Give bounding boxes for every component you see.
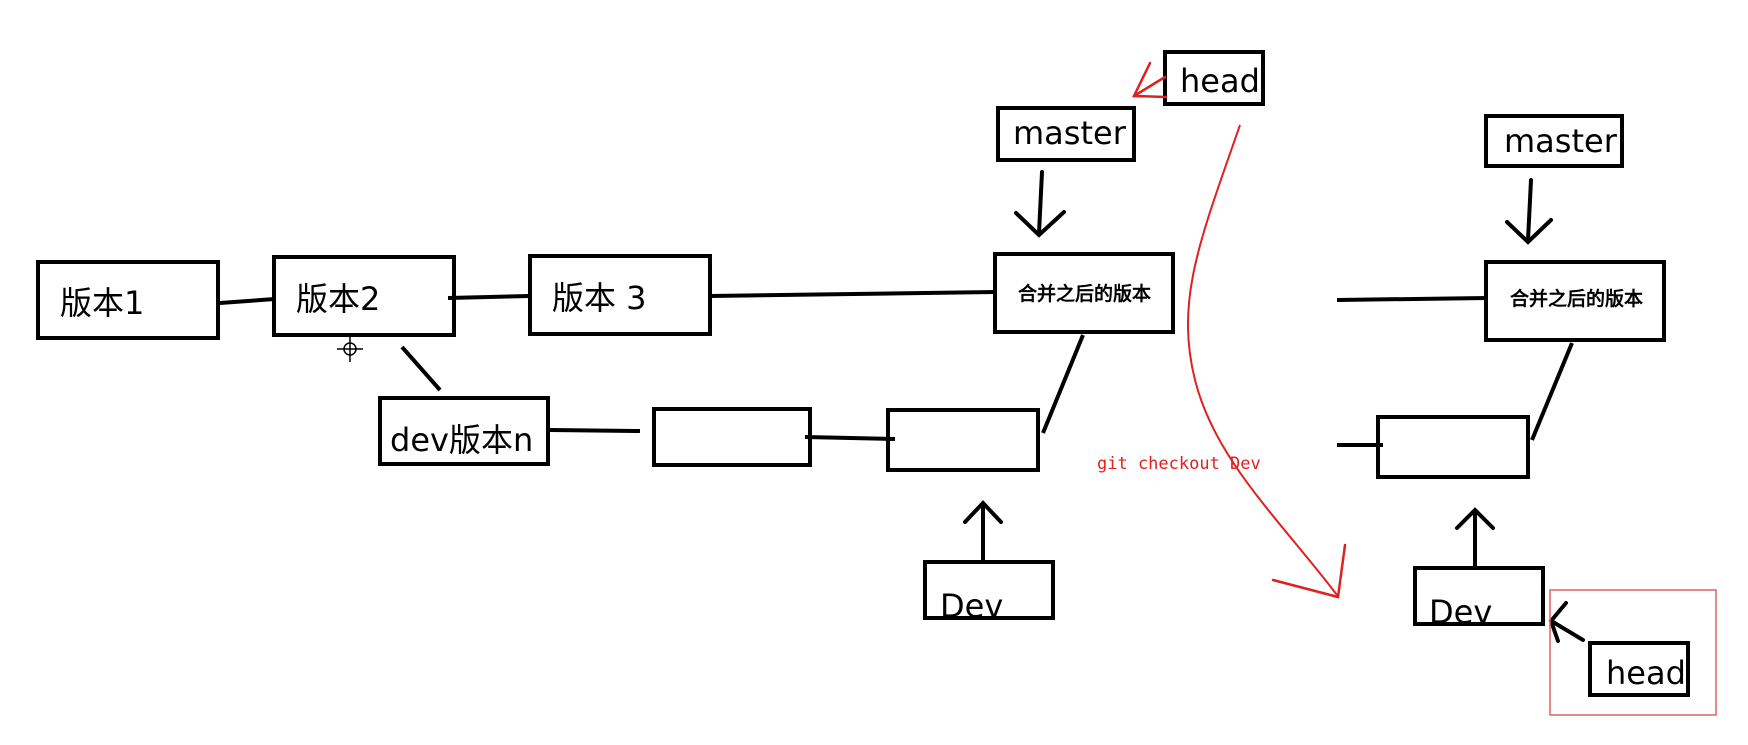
pointer-box-dev-left: [923, 560, 1055, 620]
edge-v1-v2: [219, 297, 276, 305]
pointer-box-head-right: [1588, 641, 1690, 697]
edge-devn-box1: [549, 428, 641, 433]
arrow-dev-to-commit-right: [1455, 507, 1495, 568]
arrow-master-to-merged-right: [1505, 178, 1553, 245]
edge-box2-merged: [1041, 334, 1085, 434]
label-dev-right: Dev: [1429, 593, 1492, 631]
arrow-dev-to-commit-left: [963, 500, 1003, 562]
label-dev-left: Dev: [940, 587, 1003, 625]
commit-box-dev-1: [652, 407, 812, 467]
commit-box-v3: [528, 254, 712, 336]
commit-box-v1: [36, 260, 220, 340]
checkout-command-label: git checkout Dev: [1097, 454, 1261, 474]
label-merged-left: 合并之后的版本: [1018, 282, 1151, 305]
edge-dev-merged-right: [1530, 342, 1574, 441]
commit-box-dev-right: [1376, 415, 1530, 479]
left-commit-boxes: [36, 252, 1175, 472]
label-v1: 版本1: [60, 284, 144, 322]
pointer-box-master-right: [1484, 114, 1624, 168]
label-v2: 版本2: [296, 280, 380, 318]
label-master-right: master: [1504, 122, 1618, 160]
arrow-master-to-merged-left: [1014, 170, 1066, 238]
highlight-box-head: [1549, 589, 1717, 716]
label-v3: 版本 3: [552, 279, 647, 317]
commit-box-v2: [272, 255, 456, 337]
commit-box-dev-2: [886, 408, 1040, 472]
edge-v2-v3: [447, 294, 531, 300]
pointer-box-dev-right: [1413, 566, 1545, 626]
arrow-head-to-master-red: [1132, 61, 1168, 99]
left-connectors: [219, 290, 1085, 441]
edge-v3-merged: [709, 290, 996, 298]
transition-arrowhead: [1271, 543, 1347, 599]
commit-box-merged-left: [993, 252, 1175, 334]
right-connectors: [1336, 296, 1574, 447]
label-head-right: head: [1606, 654, 1686, 692]
pointer-box-master-left: [996, 106, 1136, 162]
right-boxes: [1376, 114, 1690, 697]
commit-box-dev-n: [378, 396, 550, 466]
label-dev-n: dev版本n: [390, 421, 533, 459]
edge-box1-box2: [804, 435, 896, 441]
transition-curve: [1186, 124, 1338, 596]
label-head-left: head: [1180, 62, 1260, 100]
label-merged-right: 合并之后的版本: [1510, 287, 1643, 310]
commit-box-merged-right: [1484, 260, 1666, 342]
crosshair-cursor-icon: [337, 336, 363, 362]
edge-in-merged-right: [1336, 296, 1488, 302]
edge-v2-devn: [400, 345, 442, 392]
arrow-head-to-dev-right: [1548, 601, 1585, 643]
label-master-left: master: [1013, 114, 1127, 152]
